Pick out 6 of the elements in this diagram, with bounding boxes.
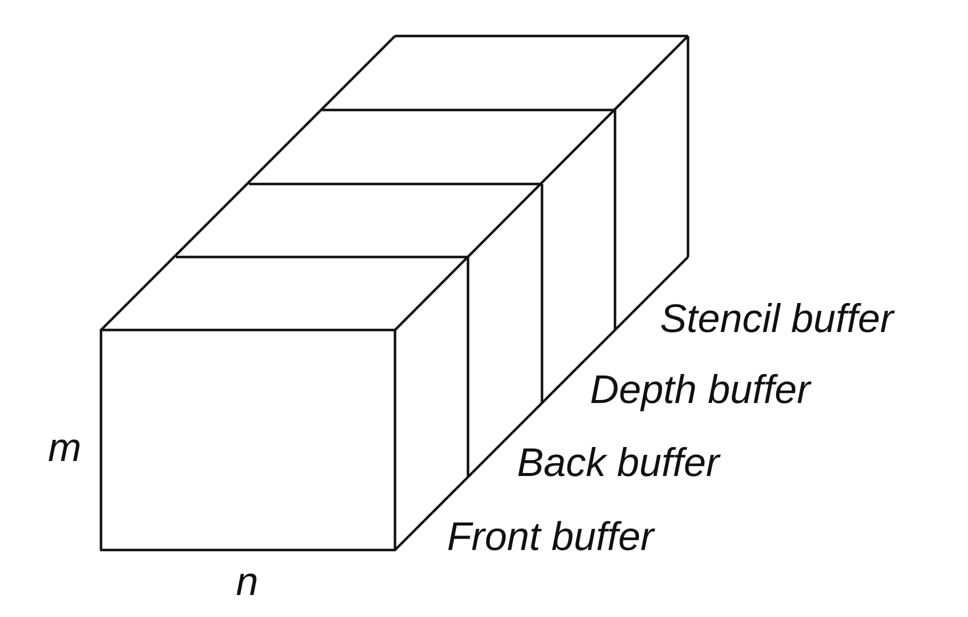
layer-label: Front buffer bbox=[447, 515, 654, 559]
dimension-label: n bbox=[236, 560, 258, 604]
layer-label: Stencil buffer bbox=[660, 297, 894, 341]
dimension-label: m bbox=[48, 426, 82, 470]
layer-label: Back buffer bbox=[517, 441, 720, 485]
layer-label: Depth buffer bbox=[590, 368, 810, 412]
